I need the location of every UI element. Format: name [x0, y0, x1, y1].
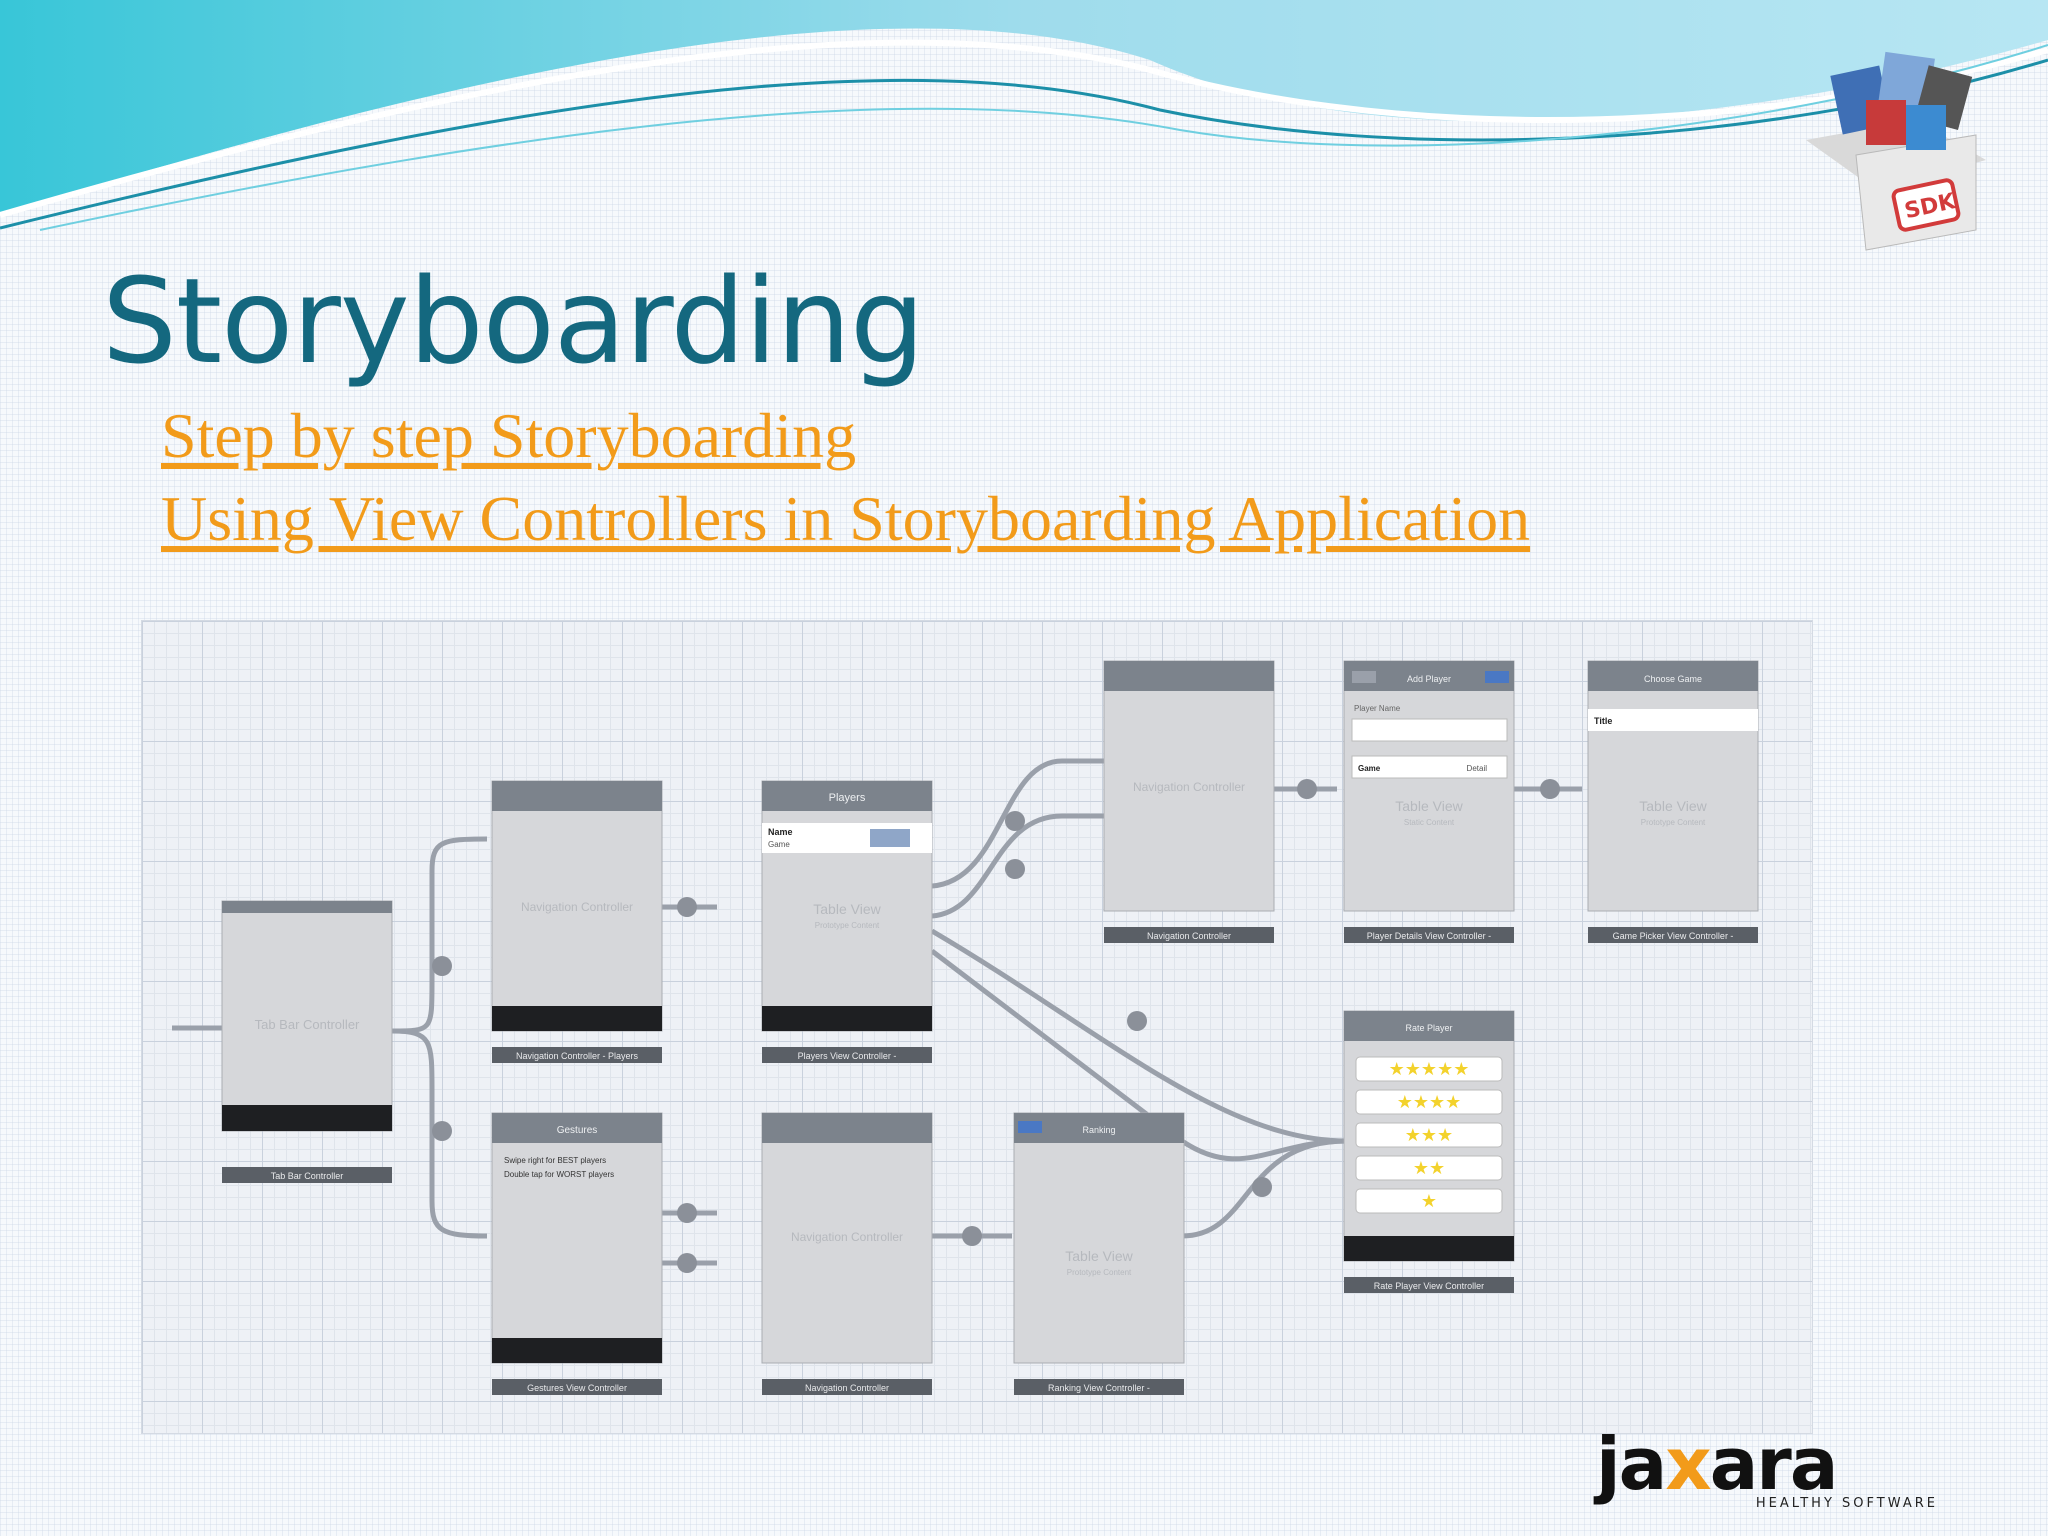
players-body: Table View — [813, 901, 881, 917]
details-body-sub: Static Content — [1404, 818, 1455, 827]
details-caption: Player Details View Controller - — [1367, 931, 1491, 941]
header-wave — [0, 0, 2048, 231]
jaxara-logo: jaxara HEALTHY SOFTWARE — [1596, 1428, 1956, 1512]
picker-row1: Title — [1594, 716, 1612, 726]
storyboard-image: Tab Bar Controller Tab Bar Controller Na… — [141, 620, 1813, 1434]
tabbar-body: Tab Bar Controller — [255, 1017, 360, 1032]
gestures-text1: Swipe right for BEST players — [504, 1156, 606, 1165]
sdk-box-icon: SDK — [1806, 51, 1986, 251]
picker-body: Table View — [1639, 798, 1707, 814]
picker-body-sub: Prototype Content — [1641, 818, 1706, 827]
scene-gestures: Gestures Swipe right for BEST players Do… — [491, 1112, 663, 1395]
players-cell-sub: Game — [768, 840, 790, 849]
picker-nav-title: Choose Game — [1644, 674, 1702, 684]
rating-2-stars: ★★ — [1413, 1158, 1445, 1178]
nav3-caption: Navigation Controller — [805, 1383, 889, 1393]
slide-title: Storyboarding — [102, 252, 925, 390]
scene-ranking: Ranking Table View Prototype Content Ran… — [1013, 1112, 1185, 1395]
nav2-caption: Navigation Controller — [1147, 931, 1231, 941]
rate-nav-title: Rate Player — [1405, 1023, 1452, 1033]
link-view-controllers[interactable]: Using View Controllers in Storyboarding … — [161, 483, 1531, 554]
segue-nodes — [432, 779, 1560, 1273]
details-nav-title: Add Player — [1407, 674, 1451, 684]
rating-4-stars: ★★★★ — [1397, 1092, 1462, 1112]
rating-5-stars: ★★★★★ — [1389, 1059, 1470, 1079]
scene-game-picker: Choose Game Title Table View Prototype C… — [1587, 660, 1759, 943]
details-row2: Game — [1358, 764, 1381, 773]
scene-nav-controller-2: Navigation Controller Navigation Control… — [1103, 660, 1275, 943]
nav2-body: Navigation Controller — [1133, 780, 1245, 794]
details-row1: Player Name — [1354, 704, 1401, 713]
details-body: Table View — [1395, 798, 1463, 814]
rating-1-star: ★ — [1421, 1191, 1437, 1211]
players-body-sub: Prototype Content — [815, 921, 880, 930]
players-cell-title: Name — [768, 827, 793, 837]
tabbar-caption: Tab Bar Controller — [271, 1171, 344, 1181]
scene-player-details: Add Player Player Name Game Detail Table… — [1343, 660, 1515, 943]
logo-wordmark: jaxara — [1596, 1422, 1838, 1506]
nav3-body: Navigation Controller — [791, 1230, 903, 1244]
gestures-text2: Double tap for WORST players — [504, 1170, 614, 1179]
nav1-caption: Navigation Controller - Players — [516, 1051, 639, 1061]
scene-nav-controller-3: Navigation Controller Navigation Control… — [761, 1112, 933, 1395]
gestures-caption: Gestures View Controller — [527, 1383, 627, 1393]
nav1-body: Navigation Controller — [521, 900, 633, 914]
scene-nav-controller-players: Navigation Controller Navigation Control… — [491, 780, 663, 1063]
scene-players-view-controller: Players Name Game Table View Prototype C… — [761, 780, 933, 1063]
details-row2-detail: Detail — [1467, 764, 1488, 773]
players-caption: Players View Controller - — [798, 1051, 897, 1061]
rate-caption: Rate Player View Controller — [1374, 1281, 1484, 1291]
rating-3-stars: ★★★ — [1405, 1125, 1453, 1145]
picker-caption: Game Picker View Controller - — [1613, 931, 1734, 941]
ranking-body: Table View — [1065, 1248, 1133, 1264]
logo-tagline: HEALTHY SOFTWARE — [1755, 1496, 1938, 1511]
ranking-caption: Ranking View Controller - — [1048, 1383, 1150, 1393]
scene-tab-bar-controller: Tab Bar Controller Tab Bar Controller — [221, 900, 393, 1183]
gestures-nav-title: Gestures — [557, 1125, 598, 1136]
ranking-body-sub: Prototype Content — [1067, 1268, 1132, 1277]
players-nav-title: Players — [829, 792, 866, 804]
scene-rate-player: Rate Player ★★★★★ ★★★★ ★★★ ★★ ★ Rate Pla… — [1343, 1010, 1515, 1293]
ranking-nav-title: Ranking — [1082, 1125, 1115, 1135]
link-step-by-step[interactable]: Step by step Storyboarding — [161, 400, 857, 471]
